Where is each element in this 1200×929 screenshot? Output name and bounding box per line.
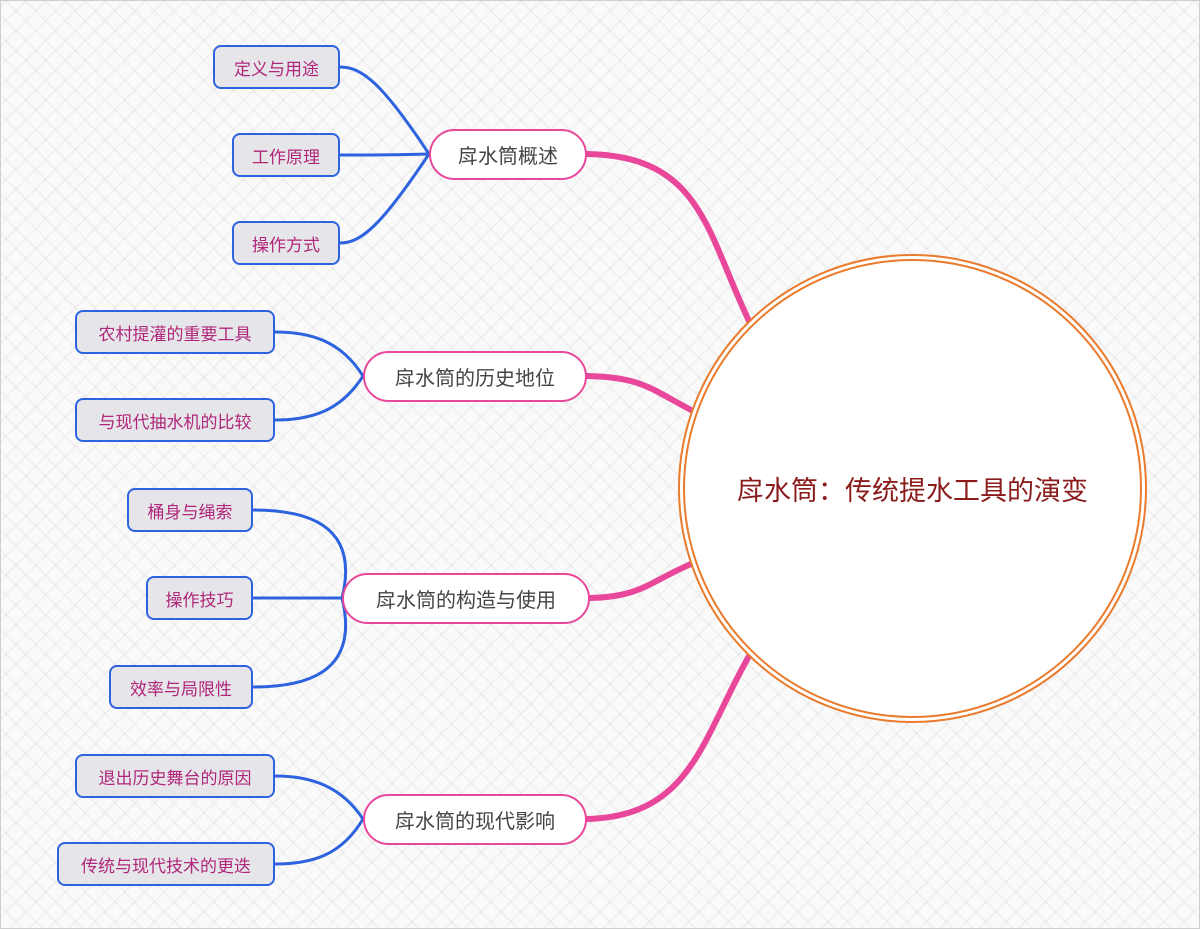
leaf-operation-skills[interactable]: 操作技巧 — [146, 576, 253, 620]
leaf-operation-method[interactable]: 操作方式 — [232, 221, 340, 265]
leaf-link-4-2 — [274, 818, 365, 866]
leaf-reasons-for-exit[interactable]: 退出历史舞台的原因 — [75, 754, 275, 798]
branch-topic-historical-status[interactable]: 戽水筒的历史地位 — [363, 351, 587, 402]
leaf-link-3-1 — [252, 508, 348, 599]
leaf-tech-transition[interactable]: 传统与现代技术的更迭 — [57, 842, 275, 886]
leaf-link-2-2 — [274, 375, 365, 422]
leaf-link-2-1 — [274, 330, 365, 377]
leaf-bucket-and-rope[interactable]: 桶身与绳索 — [127, 488, 253, 532]
root-link-3 — [587, 561, 694, 601]
leaf-working-principle[interactable]: 工作原理 — [232, 133, 340, 177]
branch-topic-modern-impact[interactable]: 戽水筒的现代影响 — [363, 794, 587, 845]
root-link-2 — [584, 373, 694, 413]
root-link-4 — [584, 653, 752, 822]
branch-topic-structure-and-use[interactable]: 戽水筒的构造与使用 — [342, 573, 590, 624]
leaf-link-1-2 — [339, 152, 430, 157]
leaf-link-1-1 — [339, 65, 431, 155]
root-topic[interactable]: 戽水筒：传统提水工具的演变 — [678, 254, 1147, 723]
leaf-link-4-1 — [274, 774, 365, 820]
leaf-rural-irrigation-tool[interactable]: 农村提灌的重要工具 — [75, 310, 275, 354]
leaf-efficiency-limits[interactable]: 效率与局限性 — [109, 665, 253, 709]
branch-topic-overview[interactable]: 戽水筒概述 — [429, 129, 587, 180]
leaf-definition-and-use[interactable]: 定义与用途 — [213, 45, 340, 89]
root-link-1 — [584, 151, 752, 324]
leaf-compare-modern-pump[interactable]: 与现代抽水机的比较 — [75, 398, 275, 442]
leaf-link-3-3 — [252, 597, 348, 689]
leaf-link-1-3 — [339, 153, 431, 245]
